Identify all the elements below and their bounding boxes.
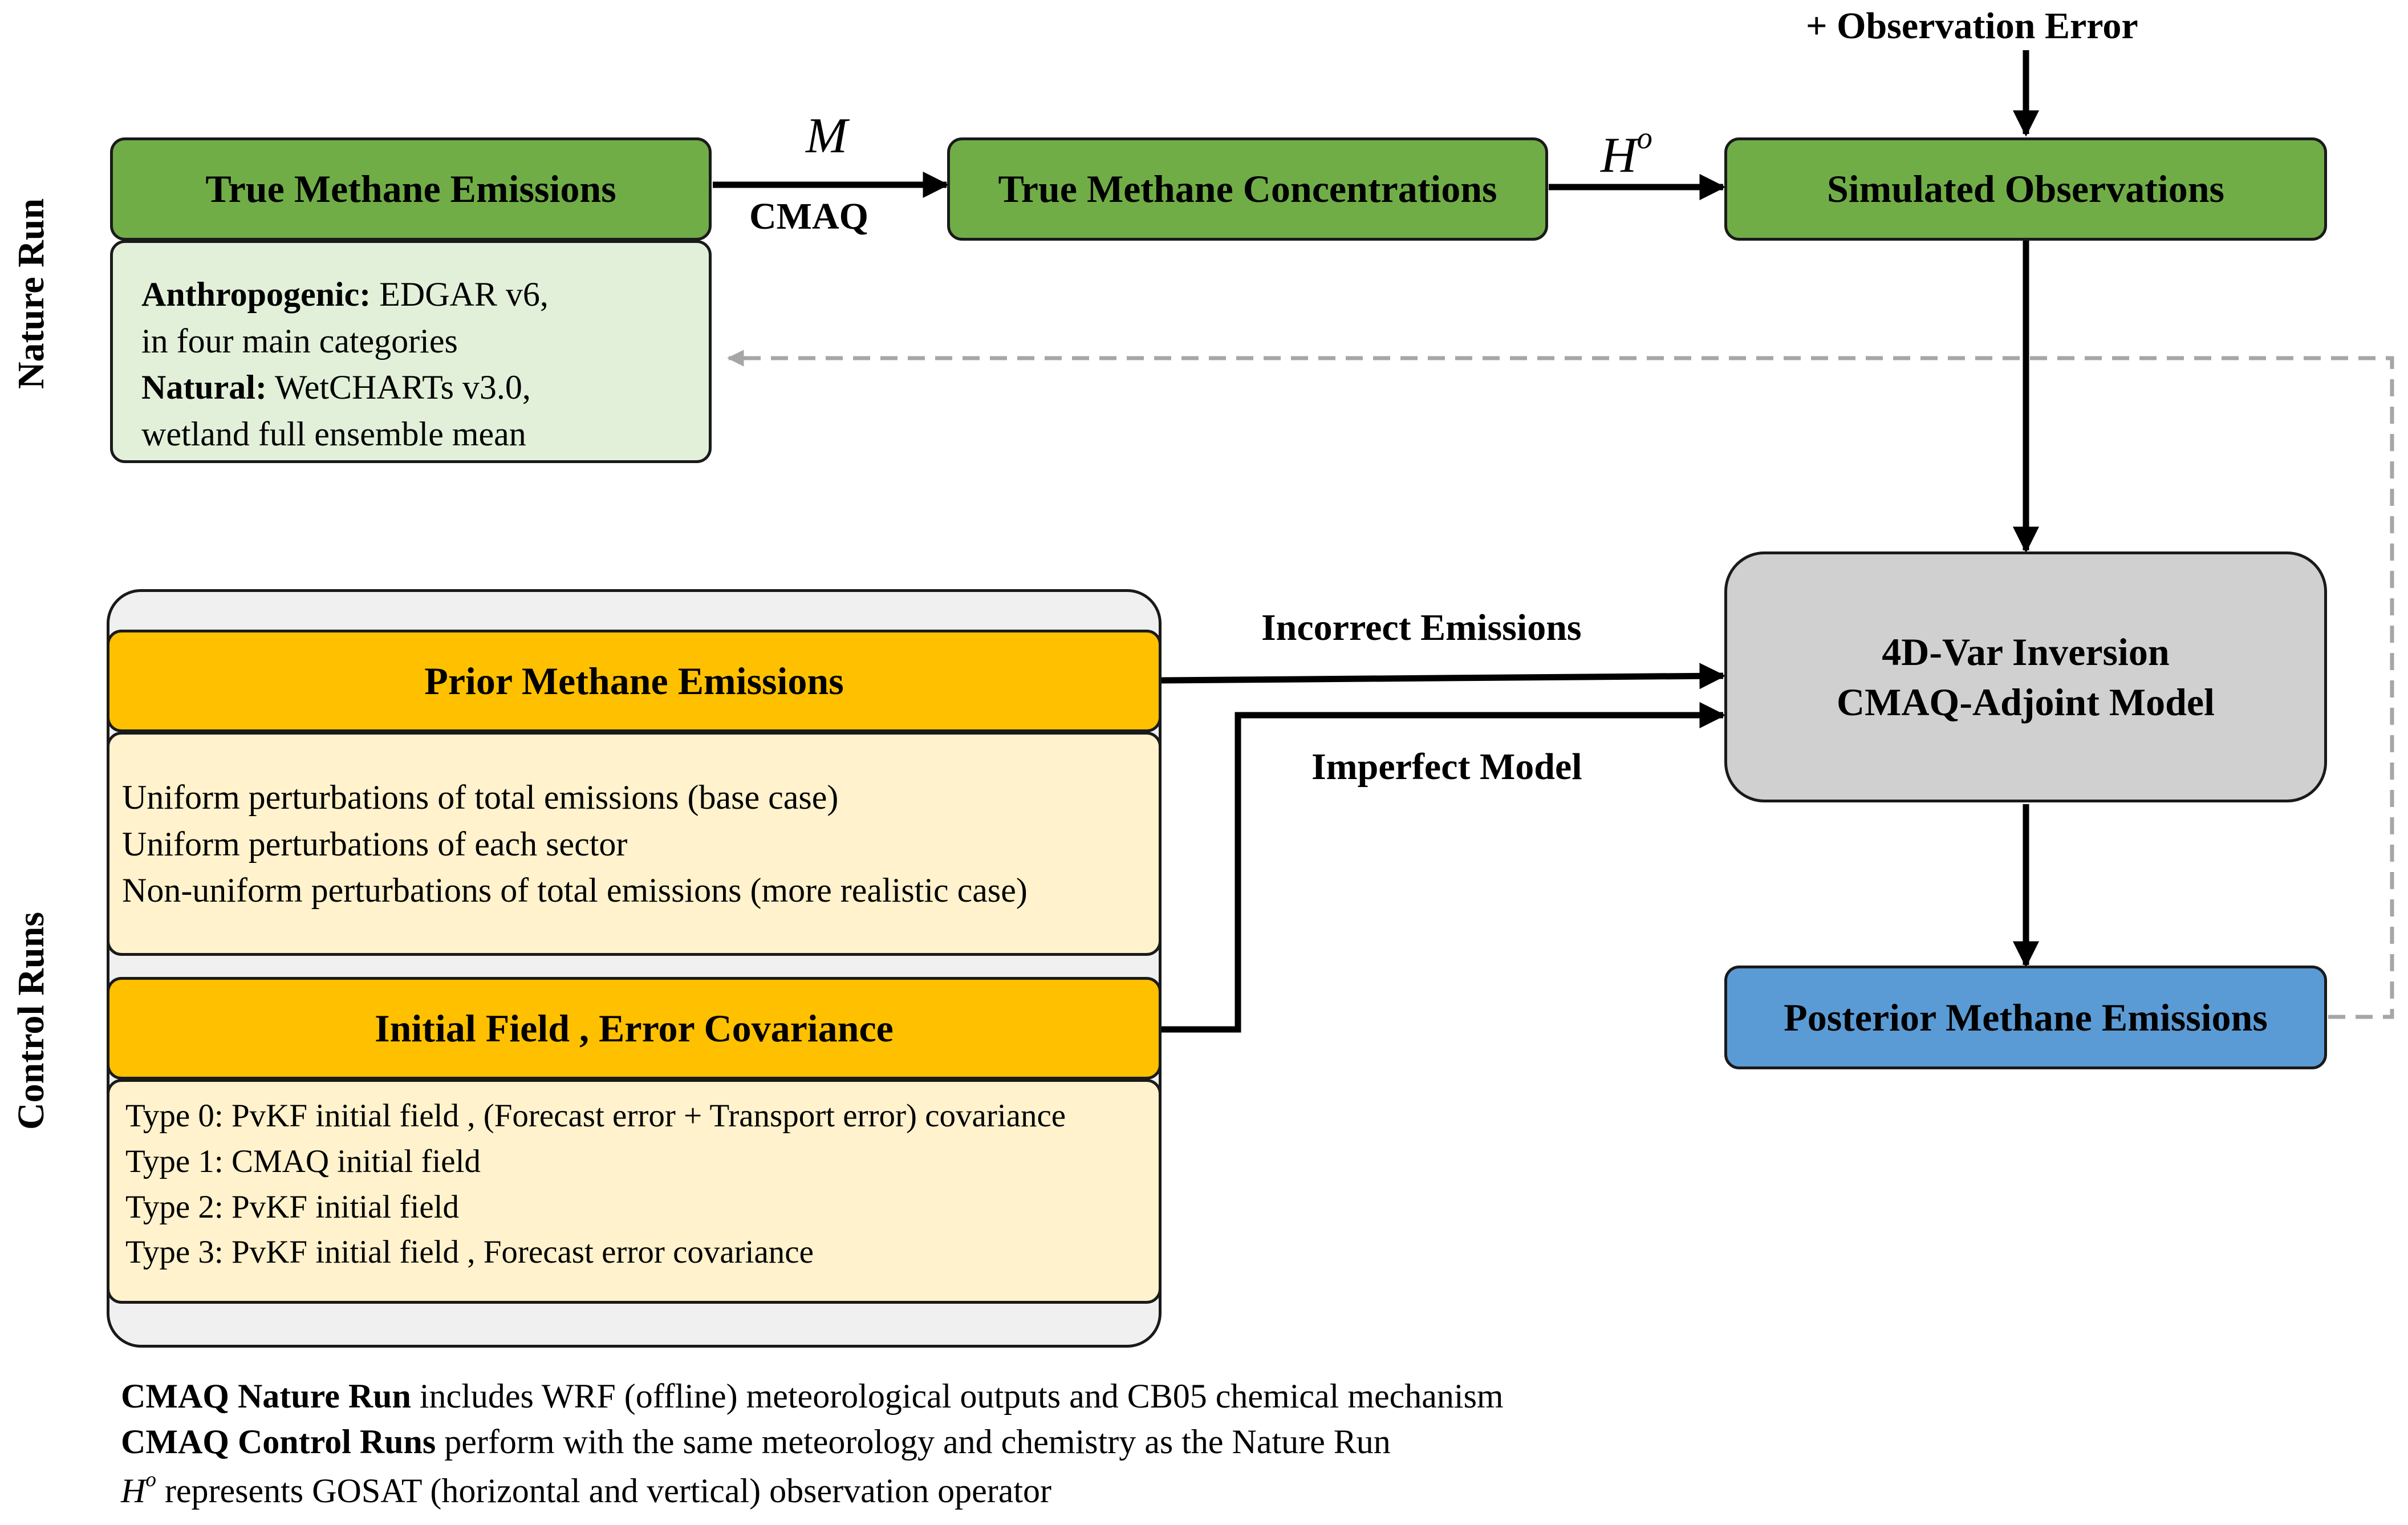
simulated-observations-box: Simulated Observations	[1724, 137, 2327, 241]
natural-detail-line: wetland full ensemble mean	[141, 415, 526, 453]
prior-detail-line: Uniform perturbations of total emissions…	[122, 778, 839, 816]
initial-field-label: Initial Field , Error Covariance	[375, 1006, 894, 1050]
emission-sources-box: Anthropogenic: EDGAR v6, in four main ca…	[110, 240, 712, 463]
operator-symbol: Ho	[1601, 120, 1652, 183]
inversion-title: 4D-Var Inversion	[1882, 630, 2170, 674]
incorrect-emissions-label: Incorrect Emissions	[1261, 607, 1582, 648]
observation-error-label: + Observation Error	[1806, 5, 2138, 47]
true-methane-emissions-label: True Methane Emissions	[205, 167, 616, 210]
initial-detail-line: Type 2: PvKF initial field	[125, 1189, 459, 1225]
prior-emissions-details-box: Uniform perturbations of total emissions…	[107, 732, 1162, 956]
model-name-label: CMAQ	[749, 196, 868, 237]
control-runs-label: Control Runs	[10, 911, 52, 1130]
prior-detail-line: Uniform perturbations of each sector	[122, 825, 628, 863]
true-methane-concentrations-label: True Methane Concentrations	[998, 167, 1497, 210]
arrow-incorrect-emissions	[1160, 663, 1726, 690]
imperfect-model-label: Imperfect Model	[1311, 746, 1582, 788]
prior-detail-line: Non-uniform perturbations of total emiss…	[122, 871, 1028, 910]
posterior-methane-emissions-label: Posterior Methane Emissions	[1784, 995, 2268, 1039]
initial-detail-line: Type 3: PvKF initial field , Forecast er…	[125, 1234, 814, 1271]
true-methane-emissions-box: True Methane Emissions	[110, 137, 712, 241]
nature-run-label: Nature Run	[10, 198, 52, 390]
initial-detail-line: Type 1: CMAQ initial field	[125, 1143, 481, 1179]
footnote-operator: Ho represents GOSAT (horizontal and vert…	[121, 1468, 1051, 1510]
inversion-model-label: CMAQ-Adjoint Model	[1837, 680, 2215, 724]
anthropogenic-detail-line: in four main categories	[141, 322, 458, 360]
footnote-nature-run: CMAQ Nature Run includes WRF (offline) m…	[121, 1377, 1504, 1415]
initial-detail-line: Type 0: PvKF initial field , (Forecast e…	[125, 1098, 1066, 1134]
initial-field-box: Initial Field , Error Covariance	[107, 977, 1162, 1080]
natural-line: Natural: WetCHARTs v3.0,	[141, 368, 531, 407]
arrow-posterior-feedback	[727, 350, 2394, 1019]
model-symbol: M	[806, 108, 848, 164]
arrow-imperfect-model	[1161, 701, 1726, 1033]
prior-methane-emissions-box: Prior Methane Emissions	[107, 630, 1162, 732]
anthropogenic-line: Anthropogenic: EDGAR v6,	[141, 275, 549, 313]
posterior-methane-emissions-box: Posterior Methane Emissions	[1724, 966, 2327, 1069]
simulated-observations-label: Simulated Observations	[1826, 167, 2225, 210]
initial-field-details-box: Type 0: PvKF initial field , (Forecast e…	[107, 1079, 1162, 1304]
footnote-control-runs: CMAQ Control Runs perform with the same …	[121, 1423, 1391, 1461]
inversion-box: 4D-Var Inversion CMAQ-Adjoint Model	[1724, 551, 2327, 802]
true-methane-concentrations-box: True Methane Concentrations	[947, 137, 1548, 241]
prior-methane-emissions-label: Prior Methane Emissions	[424, 659, 844, 703]
